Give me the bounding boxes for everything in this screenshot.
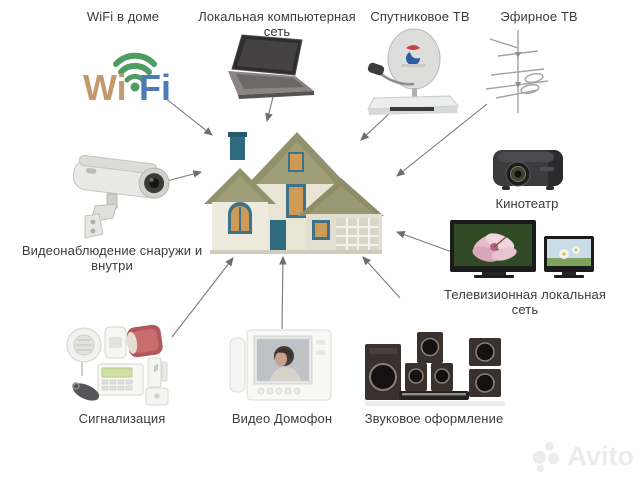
security-camera-icon bbox=[55, 142, 185, 242]
wifi-text-fi: Fi bbox=[139, 67, 171, 105]
label-alarm: Сигнализация bbox=[78, 411, 166, 426]
laptop-icon bbox=[222, 33, 318, 103]
label-terrestrial-tv: Эфирное ТВ bbox=[500, 9, 578, 24]
arrow-tvnet-to-house bbox=[395, 231, 453, 253]
tv-sets-icon bbox=[448, 220, 598, 286]
projector-icon bbox=[488, 141, 568, 195]
label-satellite-tv: Спутниковое ТВ bbox=[370, 9, 470, 24]
house-icon bbox=[200, 122, 390, 262]
speakers-icon bbox=[365, 328, 505, 408]
avito-watermark-text: Avito bbox=[567, 441, 635, 471]
label-lan: Локальная компьютерная сеть bbox=[198, 9, 356, 39]
avito-logo-icon bbox=[532, 441, 563, 472]
arrow-sound-to-house bbox=[362, 256, 401, 299]
wifi-logo-icon: Wi Fi bbox=[82, 30, 187, 105]
arrow-intercom-to-house bbox=[279, 255, 287, 330]
label-sound: Звуковое оформление bbox=[364, 411, 504, 426]
label-wifi: WiFi в доме bbox=[86, 9, 160, 24]
wifi-text-wi: Wi bbox=[83, 67, 127, 105]
label-tv-network: Телевизионная локальная сеть bbox=[444, 287, 606, 317]
label-intercom: Видео Домофон bbox=[231, 411, 333, 426]
satellite-dish-icon bbox=[362, 26, 462, 116]
alarm-kit-icon bbox=[62, 318, 187, 410]
label-cctv: Видеонаблюдение снаружи и внутри bbox=[21, 243, 203, 273]
video-intercom-icon bbox=[228, 326, 333, 408]
tv-antenna-icon bbox=[478, 26, 554, 116]
avito-watermark: Avito bbox=[532, 441, 635, 472]
label-cinema: Кинотеатр bbox=[495, 196, 559, 211]
